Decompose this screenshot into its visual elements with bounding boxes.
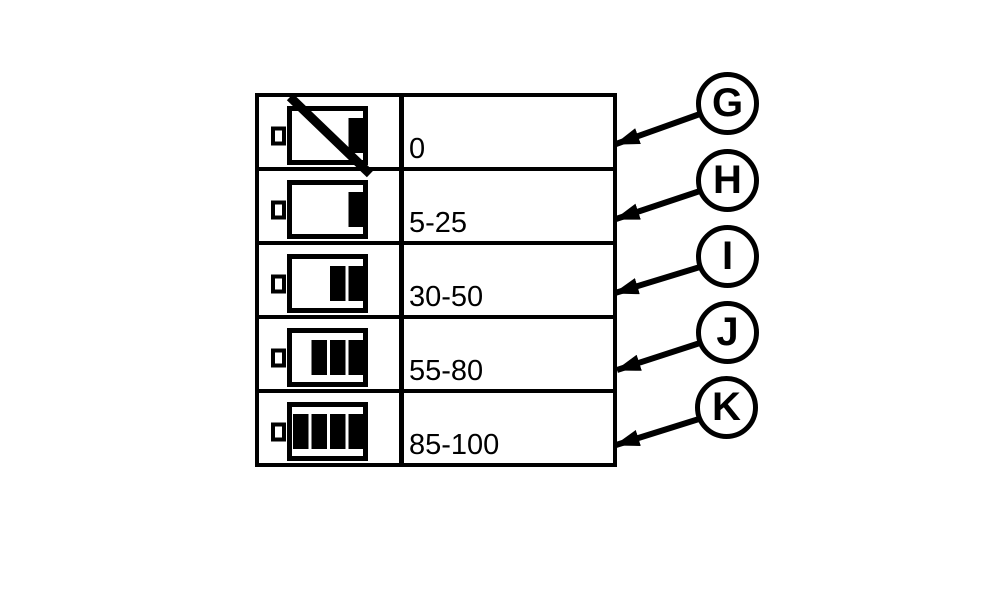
callout-circle-j: J	[696, 301, 759, 364]
battery-full-icon	[271, 402, 368, 461]
battery-cell	[259, 245, 404, 315]
table-row: 55-80	[259, 315, 613, 389]
battery-crossed-icon	[271, 93, 374, 178]
battery-low-icon	[271, 180, 368, 239]
battery-cell	[259, 171, 404, 241]
battery-cell	[259, 393, 404, 463]
range-cell: 0	[404, 97, 613, 167]
callout-circle-g: G	[696, 72, 759, 135]
callout-circle-h: H	[696, 149, 759, 212]
battery-terminal	[271, 274, 286, 294]
battery-level-table: 0 5-25	[255, 93, 617, 467]
callout-arrow-j	[615, 340, 701, 373]
battery-terminal	[271, 126, 286, 146]
battery-high-icon	[271, 328, 368, 387]
battery-cell	[259, 93, 404, 178]
battery-terminal	[271, 200, 286, 220]
callout-letter: K	[712, 384, 741, 429]
range-label: 55-80	[409, 355, 484, 387]
range-label: 30-50	[409, 281, 484, 313]
no-charge-slash-icon	[286, 93, 374, 178]
battery-half-icon	[271, 254, 368, 313]
table-row: 30-50	[259, 241, 613, 315]
table-row: 0	[259, 93, 613, 178]
range-cell: 30-50	[404, 245, 613, 315]
table-row: 85-100	[259, 389, 613, 463]
battery-terminal	[271, 348, 286, 368]
range-label: 5-25	[409, 207, 468, 239]
callout-letter: J	[716, 309, 739, 354]
callout-letter: I	[721, 233, 734, 278]
callout-arrow-i	[613, 264, 701, 296]
battery-terminal	[271, 422, 286, 442]
range-cell: 5-25	[404, 171, 613, 241]
callout-letter: G	[711, 80, 744, 125]
range-label: 0	[409, 133, 426, 165]
table-row: 5-25	[259, 167, 613, 241]
callout-circle-k: K	[695, 376, 758, 439]
range-cell: 85-100	[404, 393, 613, 463]
battery-cell	[259, 319, 404, 389]
range-cell: 55-80	[404, 319, 613, 389]
range-label: 85-100	[409, 429, 500, 461]
callout-arrow-g	[614, 111, 702, 147]
callout-circle-i: I	[696, 225, 759, 288]
callout-letter: H	[713, 157, 742, 202]
callout-arrow-k	[614, 416, 700, 448]
callout-arrow-h	[614, 188, 701, 222]
